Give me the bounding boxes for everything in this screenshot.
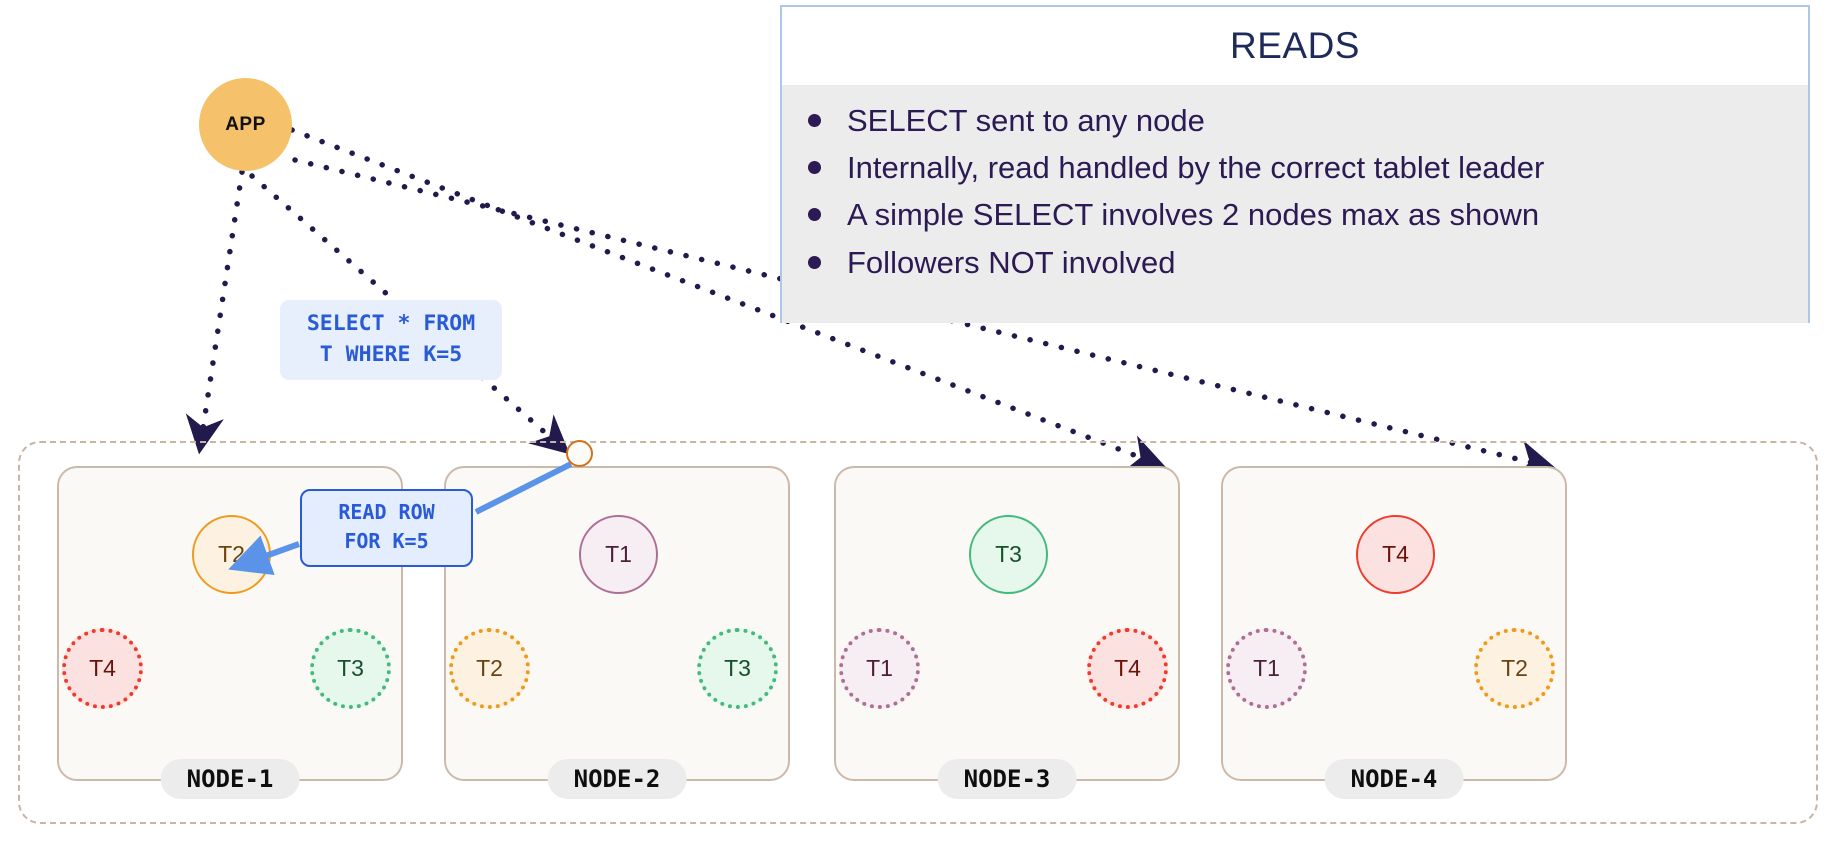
list-item: SELECT sent to any node xyxy=(808,97,1808,144)
list-item: Internally, read handled by the correct … xyxy=(808,144,1808,191)
list-item: A simple SELECT involves 2 nodes max as … xyxy=(808,191,1808,238)
tablet-leader: T1 xyxy=(579,515,658,594)
node-box-2: T1 T2 T3 NODE-2 xyxy=(444,466,790,799)
tablet-leader: T3 xyxy=(969,515,1048,594)
tablet-follower: T3 xyxy=(310,628,391,709)
node-label: NODE-4 xyxy=(1324,759,1464,799)
tablet-follower: T3 xyxy=(697,628,778,709)
node-box-3: T3 T1 T4 NODE-3 xyxy=(834,466,1180,799)
read-line-1: READ ROW xyxy=(338,500,435,524)
node-2-connection-point xyxy=(566,440,593,467)
read-row-callout: READ ROW FOR K=5 xyxy=(300,489,473,567)
cluster-boundary xyxy=(18,441,1818,824)
bullet-icon xyxy=(808,208,821,222)
reads-bullet-text: SELECT sent to any node xyxy=(847,103,1205,138)
app-client-node: APP xyxy=(199,78,292,171)
tablet-follower: T1 xyxy=(1226,628,1307,709)
app-label: APP xyxy=(225,113,266,135)
reads-bullet-text: Followers NOT involved xyxy=(847,244,1176,280)
list-item: Followers NOT involved xyxy=(808,239,1808,286)
reads-info-panel: READS SELECT sent to any node Internally… xyxy=(780,5,1810,323)
node-box-4: T4 T1 T2 NODE-4 xyxy=(1221,466,1567,799)
read-line-2: FOR K=5 xyxy=(344,529,429,553)
arrow-app-to-node-1 xyxy=(185,169,245,455)
tablet-follower: T4 xyxy=(62,628,143,709)
reads-bullet-list: SELECT sent to any node Internally, read… xyxy=(782,85,1808,323)
reads-bullet-text: Internally, read handled by the correct … xyxy=(847,150,1545,186)
tablet-follower: T1 xyxy=(839,628,920,709)
bullet-icon xyxy=(808,255,821,269)
reads-panel-title: READS xyxy=(1230,25,1360,66)
tablet-follower: T2 xyxy=(1474,628,1555,709)
bullet-icon xyxy=(808,161,821,175)
sql-line-2: T WHERE K=5 xyxy=(319,342,463,368)
tablet-follower: T2 xyxy=(449,628,530,709)
node-label: NODE-1 xyxy=(160,759,300,799)
sql-statement-callout: SELECT * FROM T WHERE K=5 xyxy=(280,300,502,381)
tablet-follower: T4 xyxy=(1087,628,1168,709)
bullet-icon xyxy=(808,114,821,127)
sql-line-1: SELECT * FROM xyxy=(306,311,476,336)
tablet-leader: T2 xyxy=(192,515,271,594)
node-label: NODE-2 xyxy=(547,759,687,799)
tablet-leader: T4 xyxy=(1356,515,1435,594)
reads-bullet-text: A simple SELECT involves 2 nodes max as … xyxy=(847,197,1540,233)
node-label: NODE-3 xyxy=(937,759,1077,799)
